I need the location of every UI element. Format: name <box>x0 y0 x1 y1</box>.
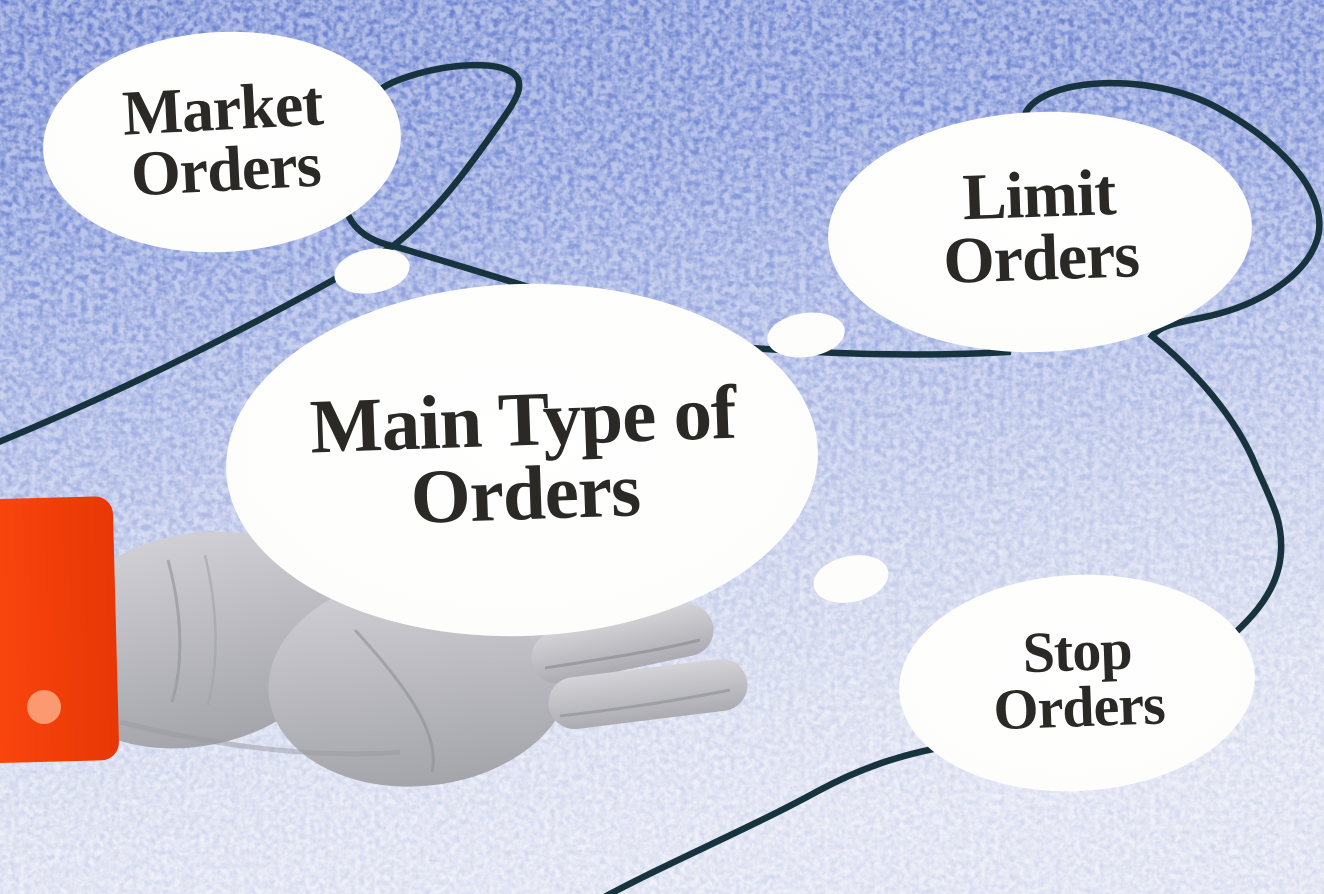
thought-dot <box>813 555 889 603</box>
market-orders-line2: Orders <box>129 129 323 210</box>
stop-orders-line2: Orders <box>992 671 1166 742</box>
stop-orders-label: Stop Orders <box>991 616 1166 742</box>
sleeve-dot <box>27 690 61 724</box>
stop-orders-bubble <box>899 574 1255 792</box>
thought-dot <box>767 312 845 358</box>
orange-sleeve <box>0 496 119 764</box>
limit-orders-bubble <box>828 111 1252 353</box>
limit-orders-label: Limit Orders <box>940 156 1141 299</box>
thought-dot <box>334 248 410 294</box>
limit-orders-line2: Orders <box>942 218 1141 299</box>
market-orders-bubble <box>43 31 401 253</box>
finger-crease <box>559 688 731 718</box>
arm-shadow <box>119 719 401 757</box>
market-orders-label: Market Orders <box>121 67 327 210</box>
wrist-crease <box>203 554 217 706</box>
finger-crease <box>544 638 701 670</box>
main-orders-label: Main Type of Orders <box>308 369 740 540</box>
wrist-crease <box>166 559 182 703</box>
palm-crease <box>353 628 435 773</box>
main-orders-bubble <box>226 283 818 637</box>
speech-bubbles <box>43 31 1255 792</box>
